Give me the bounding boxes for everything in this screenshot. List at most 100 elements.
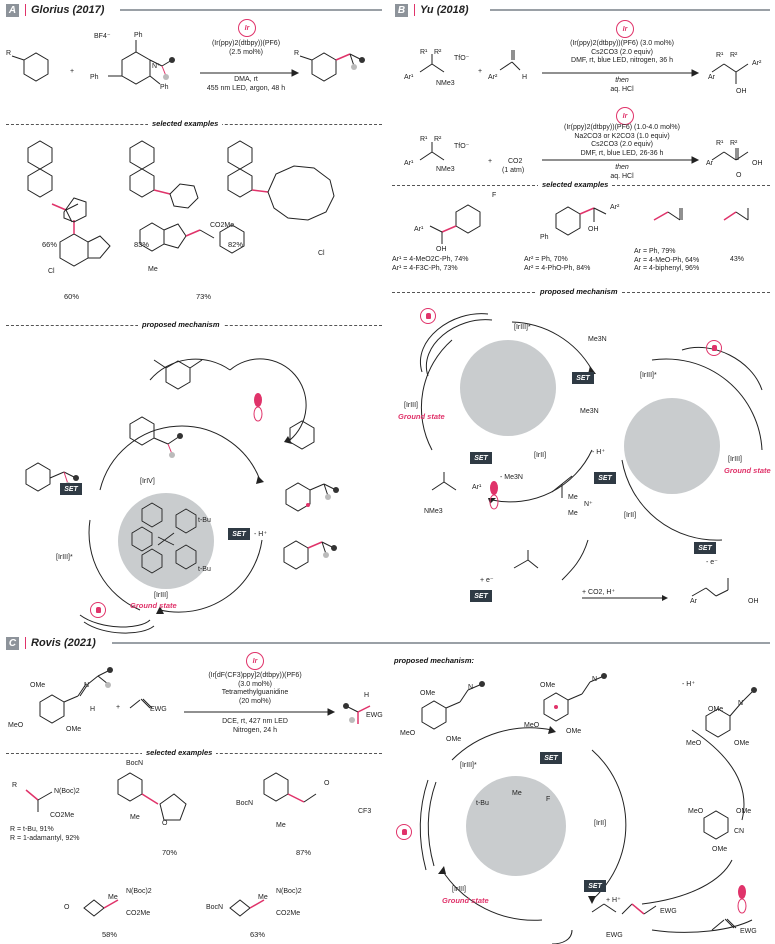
panel-c-badge: C: [6, 636, 19, 650]
panel-a-selected-caption: selected examples: [148, 119, 223, 128]
panel-b-ground-state-2: Ground state: [724, 466, 771, 475]
panel-a-yield-2: 83%: [134, 240, 150, 249]
panel-a-yield-4: 60%: [64, 292, 80, 301]
panel-b-conditions-2: (Ir(ppy)2(dtbpy))(PF6) (1.0-4.0 mol%) Na…: [564, 124, 680, 157]
panel-c-sub-ewg: EWG: [150, 706, 167, 713]
panel-a-ex-cl2: Cl: [318, 250, 325, 257]
panel-a-ex-cl: Cl: [48, 268, 55, 275]
panel-b-set-3: SET: [594, 472, 616, 484]
panel-a-light-bulb-icon: [90, 602, 106, 618]
panel-b-ir3star: [IrIII]*: [514, 324, 531, 331]
panel-a-mech-structures: [25, 359, 339, 570]
panel-b-set-5: SET: [470, 590, 492, 602]
panel-a-mechanism-caption: proposed mechanism: [138, 320, 224, 329]
panel-b-p1-r2: R²: [730, 52, 738, 59]
panel-a-yield-1: 66%: [42, 240, 58, 249]
panel-c-prod-ewg: EWG: [366, 712, 383, 719]
panel-b-p2-r2: R²: [730, 140, 738, 147]
panel-b-plus-e: + e⁻: [480, 577, 494, 584]
panel-a-header: A Glorius (2017): [6, 3, 104, 17]
panel-c-ex-nboc2-3: N(Boc)2: [276, 888, 302, 895]
panel-c-cycle-arrows: [419, 726, 753, 944]
panel-c-ex-nboc2-2: N(Boc)2: [126, 888, 152, 895]
panel-c-mech-tbu: t-Bu: [476, 800, 489, 807]
panel-b-example-4: 43%: [730, 256, 745, 263]
panel-c-set-1: SET: [540, 752, 562, 764]
panel-c-catalyst-disc: [466, 776, 566, 876]
panel-a-conditions: (Ir(ppy)2(dtbpy))(PF6) (2.5 mol%): [211, 40, 281, 56]
panel-b-example-2: Ar² = Ph, 70% Ar² = 4-PhO-Ph, 84%: [524, 256, 591, 272]
panel-a-ground-state: Ground state: [130, 601, 177, 610]
panel-c-ex-cf3: CF3: [358, 808, 372, 815]
panel-a-nplus: N⁺: [152, 63, 161, 70]
panel-a-tbu-2: t-Bu: [198, 566, 211, 573]
panel-b-me-1: Me: [568, 494, 578, 501]
panel-b-conditions-1b: then aq. HCl: [610, 77, 634, 93]
panel-c-sub-h: H: [90, 706, 96, 713]
panel-c-mech-ome-4: OMe: [566, 728, 582, 735]
panel-a-ir-catalyst-icon: Ir: [238, 19, 256, 37]
panel-c-mech-ome-7: OMe: [736, 808, 752, 815]
panel-c-mech-ewg-3: EWG: [606, 932, 623, 939]
panel-b-plus-1: +: [478, 68, 483, 75]
panel-b-sub-ar2: Ar²: [488, 74, 498, 81]
panel-c-header: C Rovis (2021): [6, 636, 96, 650]
panel-b-ex-oh1: OH: [436, 246, 447, 253]
panel-b-nplus: N⁺: [584, 501, 593, 508]
panel-a-r: R: [6, 50, 12, 57]
panel-b-example-1: Ar¹ = 4-MeO2C-Ph, 74% Ar¹ = 4-F3C-Ph, 73…: [392, 256, 469, 272]
panel-c-ex-o-1: O: [162, 820, 168, 827]
panel-b-minus-e: - e⁻: [706, 559, 718, 566]
panel-b-p2-ar: Ar: [706, 160, 713, 167]
panel-c-r-list: R = t-Bu, 91% R = 1-adamantyl, 92%: [10, 826, 80, 842]
panel-b-ir3: [IrIII]: [404, 402, 418, 409]
panel-c-ex-co2me-3: CO2Me: [276, 910, 301, 917]
panel-b-cycle-arrows: [419, 313, 763, 601]
panel-c-mech-me: Me: [512, 790, 522, 797]
panel-b-ir2b: [IrII]: [624, 512, 637, 519]
panel-a-title: Glorius (2017): [25, 4, 104, 16]
panel-c-light-bulb-icon: [396, 824, 412, 840]
panel-b-mech-p-ar: Ar: [690, 598, 697, 605]
panel-c-ir2: [IrII]: [594, 820, 607, 827]
panel-c-mech-ewg-1: EWG: [660, 908, 677, 915]
panel-b-ir-icon-2: Ir: [616, 107, 634, 125]
panel-c-yield-4: 63%: [250, 930, 266, 939]
panel-b-title: Yu (2018): [414, 4, 469, 16]
panel-a-catalyst-structure: [131, 502, 197, 574]
panel-a-ir4: [IrIV]: [140, 478, 155, 485]
panel-b-me3n: Me3N: [588, 336, 607, 343]
panel-c-mech-ome-5: OMe: [708, 706, 724, 713]
panel-a-cycle-arrows: [79, 358, 307, 634]
panel-c-ex-co2me-2: CO2Me: [126, 910, 151, 917]
panel-c-ex-me-4: Me: [258, 894, 268, 901]
panel-c-ex-bocn-3: BocN: [206, 904, 224, 911]
panel-b-set-2: SET: [470, 452, 492, 464]
panel-a-plus: +: [70, 68, 75, 75]
panel-a-rule: [120, 9, 382, 11]
panel-b-sub-r2b: R²: [434, 136, 442, 143]
panel-c-sub-ome2: OMe: [66, 726, 82, 733]
panel-b-ex-ph: Ph: [540, 234, 549, 241]
panel-c-ex-bocn-1: BocN: [126, 760, 144, 767]
panel-c-yield-2: 87%: [296, 848, 312, 857]
panel-b-p1-ar: Ar: [708, 74, 715, 81]
panel-a-yield-5: 73%: [196, 292, 212, 301]
panel-a-ph2: Ph: [90, 74, 99, 81]
panel-c-selected-caption: selected examples: [142, 748, 217, 757]
panel-b-light-bulb-icon-1: [420, 308, 436, 324]
panel-c-mech-ome-1: OMe: [420, 690, 436, 697]
panel-c-conditions: (Ir[dF(CF3)ppy]2(dtbpy))(PF6) (3.0 mol%)…: [208, 672, 302, 705]
panel-c-ex-o-2: O: [324, 780, 330, 787]
panel-b-sub-atm: (1 atm): [502, 167, 525, 174]
panel-a-tbu-1: t-Bu: [198, 517, 211, 524]
panel-c-mech-ome-8: OMe: [712, 846, 728, 853]
panel-b-ex-ar2: Ar²: [610, 204, 620, 211]
panel-b-ex-ar1: Ar¹: [414, 226, 424, 233]
panel-b-set-4: SET: [694, 542, 716, 554]
panel-a-yield-3: 82%: [228, 240, 244, 249]
panel-c-reaction-structures: [39, 667, 371, 724]
panel-c-sub-ome1: OMe: [30, 682, 46, 689]
panel-c-mechanism-caption: proposed mechanism:: [394, 656, 475, 665]
panel-c-yield-3: 58%: [102, 930, 118, 939]
